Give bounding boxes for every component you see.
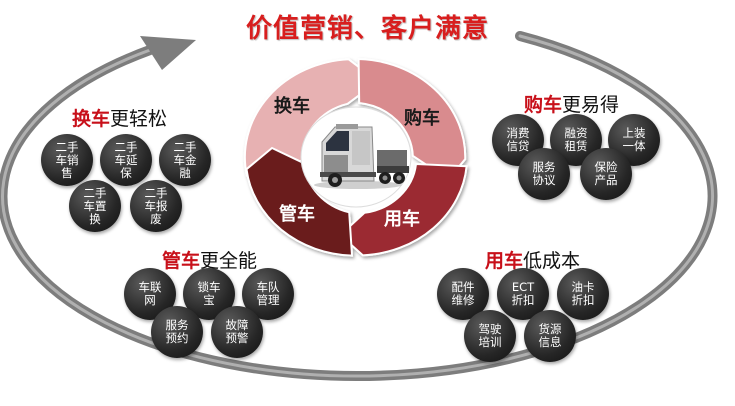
- group-rest-guan: 更全能: [200, 250, 258, 272]
- bubble-yong-4: 驾驶 培训: [464, 310, 516, 362]
- bubble-guan-5: 故障 预警: [211, 306, 263, 358]
- ring-arrowhead: [140, 36, 196, 70]
- group-key-yong: 用车: [485, 250, 524, 272]
- bubble-huan-4: 二手 车置 换: [69, 180, 121, 232]
- bubble-yong-5: 货源 信息: [524, 310, 576, 362]
- segment-label-yong: 用车: [384, 209, 420, 230]
- bubble-huan-5: 二手 车报 废: [130, 180, 182, 232]
- bubble-huan-1: 二手 车销 售: [41, 134, 93, 186]
- bubble-huan-2: 二手 车延 保: [100, 134, 152, 186]
- group-header-yong: 用车低成本: [485, 246, 580, 273]
- group-rest-huan: 更轻松: [110, 108, 168, 130]
- group-key-huan: 换车: [72, 108, 111, 130]
- group-key-gou: 购车: [524, 94, 563, 116]
- bubble-gou-5: 保险 产品: [580, 148, 632, 200]
- bubble-huan-3: 二手 车金 融: [159, 134, 211, 186]
- segment-yong: [338, 162, 468, 257]
- group-key-guan: 管车: [162, 250, 201, 272]
- bubble-yong-3: 油卡 折扣: [557, 268, 609, 320]
- group-header-guan: 管车更全能: [162, 246, 257, 273]
- truck-icon: [314, 124, 409, 189]
- segment-label-gou: 购车: [404, 108, 440, 129]
- bubble-gou-4: 服务 协议: [518, 148, 570, 200]
- diagram-title: 价值营销、客户满意: [245, 14, 489, 44]
- bubble-guan-4: 服务 预约: [151, 306, 203, 358]
- group-rest-gou: 更易得: [562, 94, 620, 116]
- group-header-huan: 换车更轻松: [72, 104, 167, 131]
- segment-guan: [245, 146, 354, 257]
- group-rest-yong: 低成本: [523, 250, 581, 272]
- segment-label-huan: 换车: [274, 96, 310, 117]
- segment-label-guan: 管车: [279, 204, 315, 225]
- segment-gou: [357, 57, 467, 181]
- group-header-gou: 购车更易得: [524, 90, 619, 117]
